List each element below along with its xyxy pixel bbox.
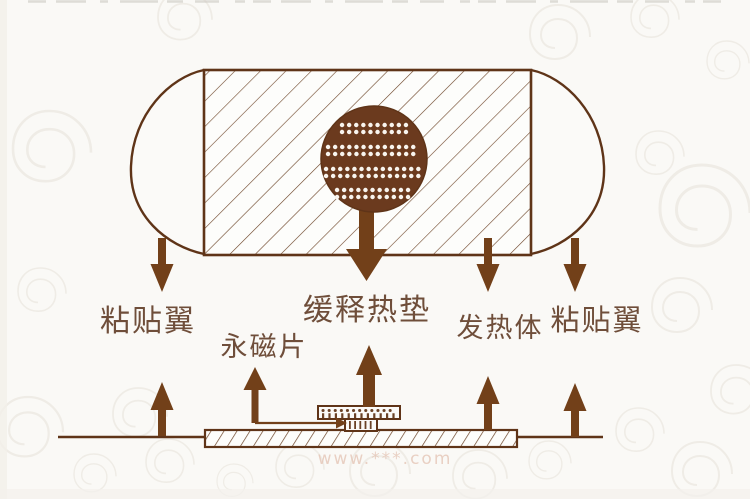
heat-pad-bar-hatch — [203, 428, 519, 449]
magnet-pointer-arrow — [243, 367, 347, 429]
heater-dot-rows — [323, 122, 425, 200]
label-adhesive-wing-right: 粘贴翼 — [550, 303, 644, 337]
left-wing-shape — [129, 68, 205, 256]
label-magnet-piece: 永磁片 — [220, 332, 308, 363]
mask-top-view — [129, 68, 606, 292]
label-slow-release-heat-pad: 缓释热垫 — [303, 293, 431, 328]
bottom-edge-shade — [0, 489, 750, 499]
wing-left-down-arrow — [150, 238, 174, 292]
heater-up-arrow — [476, 376, 500, 430]
heat-pad-up-arrow — [356, 345, 382, 407]
label-adhesive-wing-left: 粘贴翼 — [100, 304, 196, 339]
left-edge-shade — [0, 0, 7, 499]
wing-right-down-arrow — [563, 238, 587, 292]
cross-section-view — [58, 345, 603, 449]
heat-pad-down-arrow — [346, 206, 387, 281]
wing-right-up-arrow — [563, 383, 587, 437]
right-wing-shape — [530, 68, 606, 256]
watermark-text: www.***.com — [317, 449, 453, 469]
label-heating-element: 发热体 — [456, 313, 544, 344]
wing-left-up-arrow — [150, 382, 174, 436]
